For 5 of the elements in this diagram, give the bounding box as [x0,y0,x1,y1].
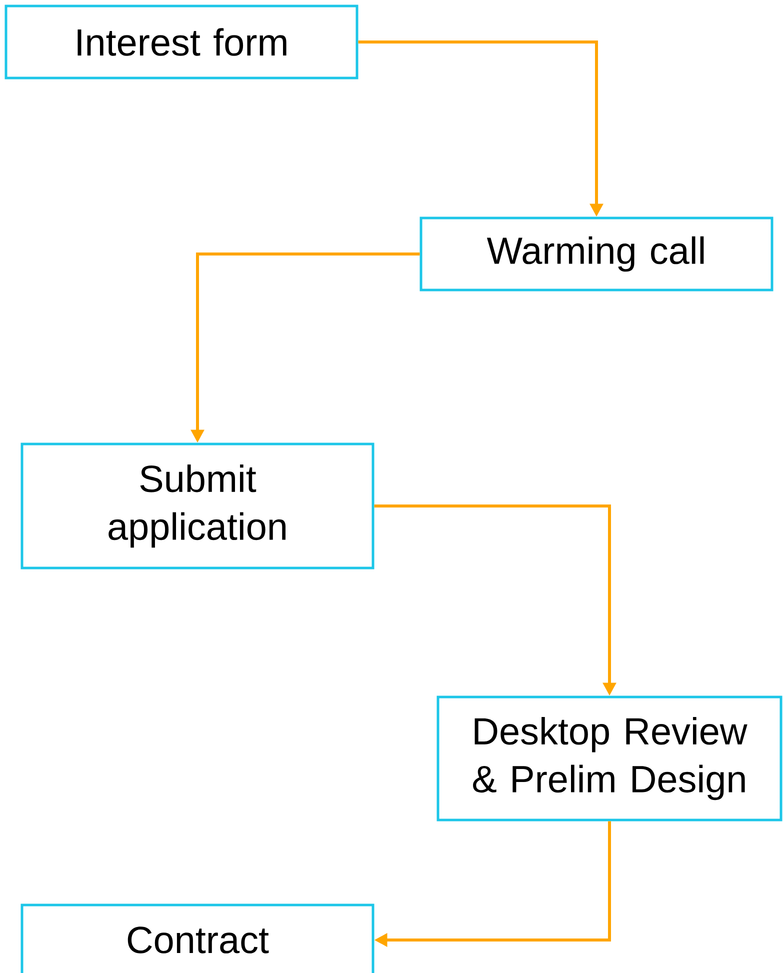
process-box: Warming call [420,216,774,292]
process-box: Interest form [4,4,358,80]
process-box: Submit application [20,442,374,570]
process-box: Desktop Review & Prelim Design [436,696,782,822]
process-box: Contract [20,904,374,973]
